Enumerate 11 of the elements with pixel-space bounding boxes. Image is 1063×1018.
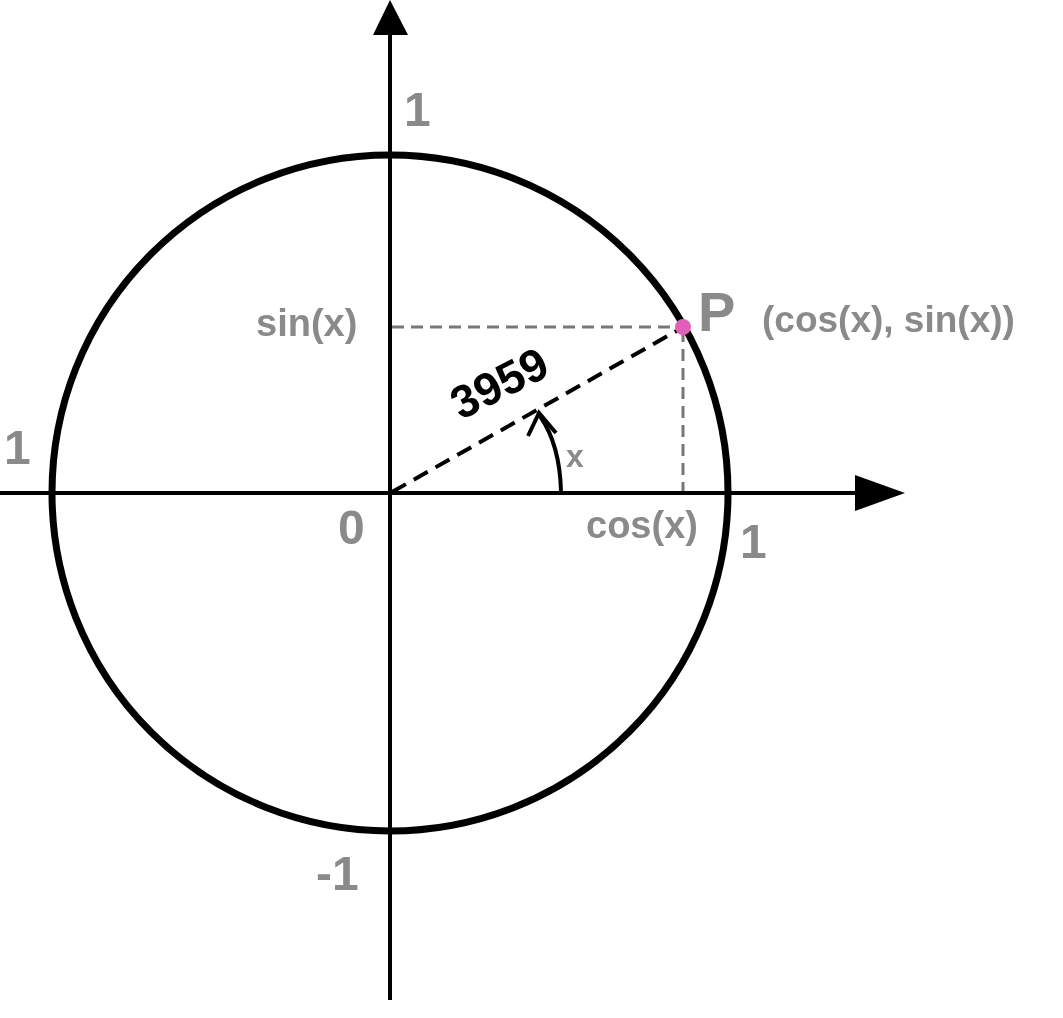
origin-label: 0 (338, 504, 365, 552)
axis-tick-label: 1 (404, 86, 431, 134)
axis-tick-label: -1 (316, 850, 359, 898)
radius-label: 3959 (443, 339, 556, 427)
axis-tick-label: 1 (4, 424, 31, 472)
coordinate-label: (cos(x), sin(x)) (762, 301, 1015, 338)
axis-tick-label: 1 (740, 518, 767, 566)
angle-label: x (566, 440, 584, 472)
point-label: P (698, 284, 736, 340)
axis-label: sin(x) (256, 304, 358, 342)
axis-label: cos(x) (586, 506, 698, 544)
